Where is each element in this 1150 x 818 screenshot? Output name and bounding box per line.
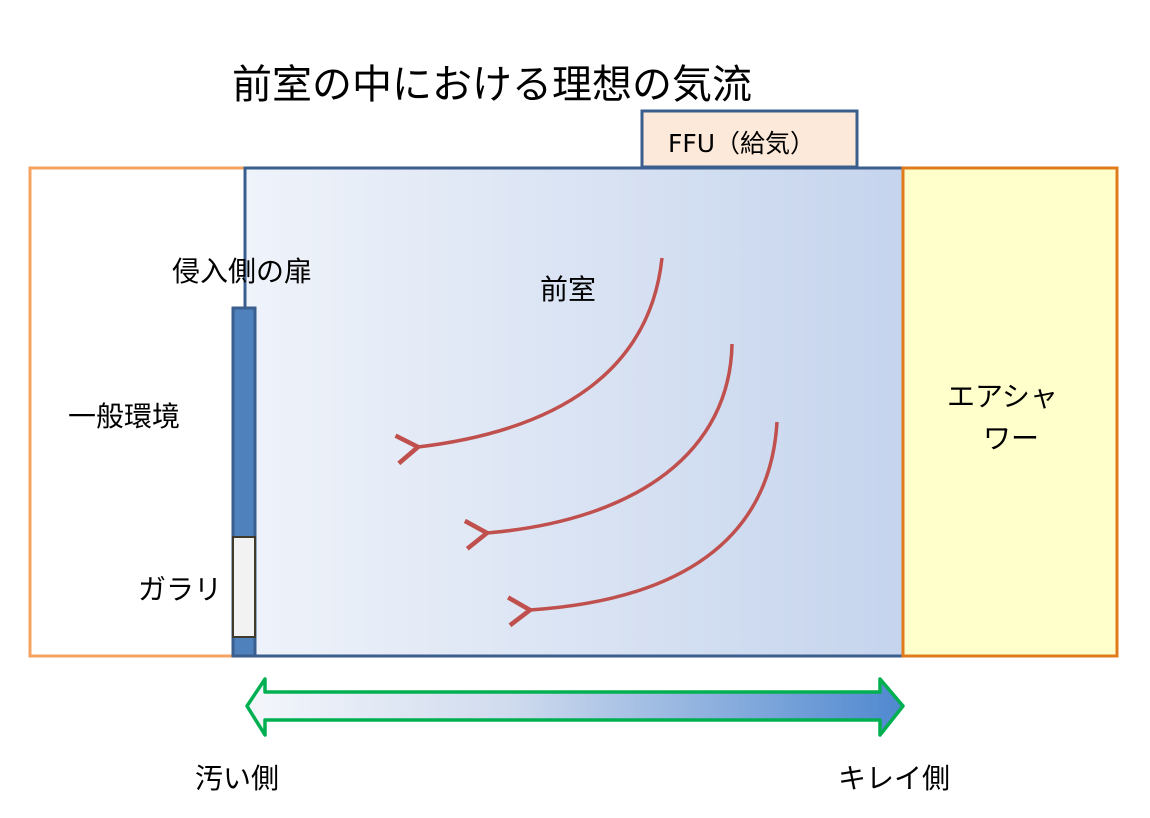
ffu-label: FFU（給気） <box>668 129 816 158</box>
air-shower-label-line1: エアシャ <box>947 380 1058 413</box>
louver-label: ガラリ <box>138 573 223 606</box>
door-label: 侵入側の扉 <box>172 255 313 288</box>
general-environment-box <box>28 166 247 658</box>
airflow-arrow-1 <box>394 257 664 466</box>
air-shower-box <box>901 166 1119 658</box>
airflow-arrow-3 <box>506 421 779 628</box>
louver <box>232 536 256 638</box>
dirty-to-clean-gradient-arrow <box>245 677 905 737</box>
anteroom-label: 前室 <box>540 273 597 306</box>
airflow-arrow-2 <box>463 343 734 551</box>
air-shower-label-line2: ワー <box>983 422 1040 455</box>
general-environment-label: 一般環境 <box>68 400 181 433</box>
page-title: 前室の中における理想の気流 <box>232 62 752 108</box>
clean-side-label: キレイ側 <box>838 762 951 795</box>
anteroom-box <box>243 166 905 658</box>
dirty-side-label: 汚い側 <box>195 762 280 795</box>
